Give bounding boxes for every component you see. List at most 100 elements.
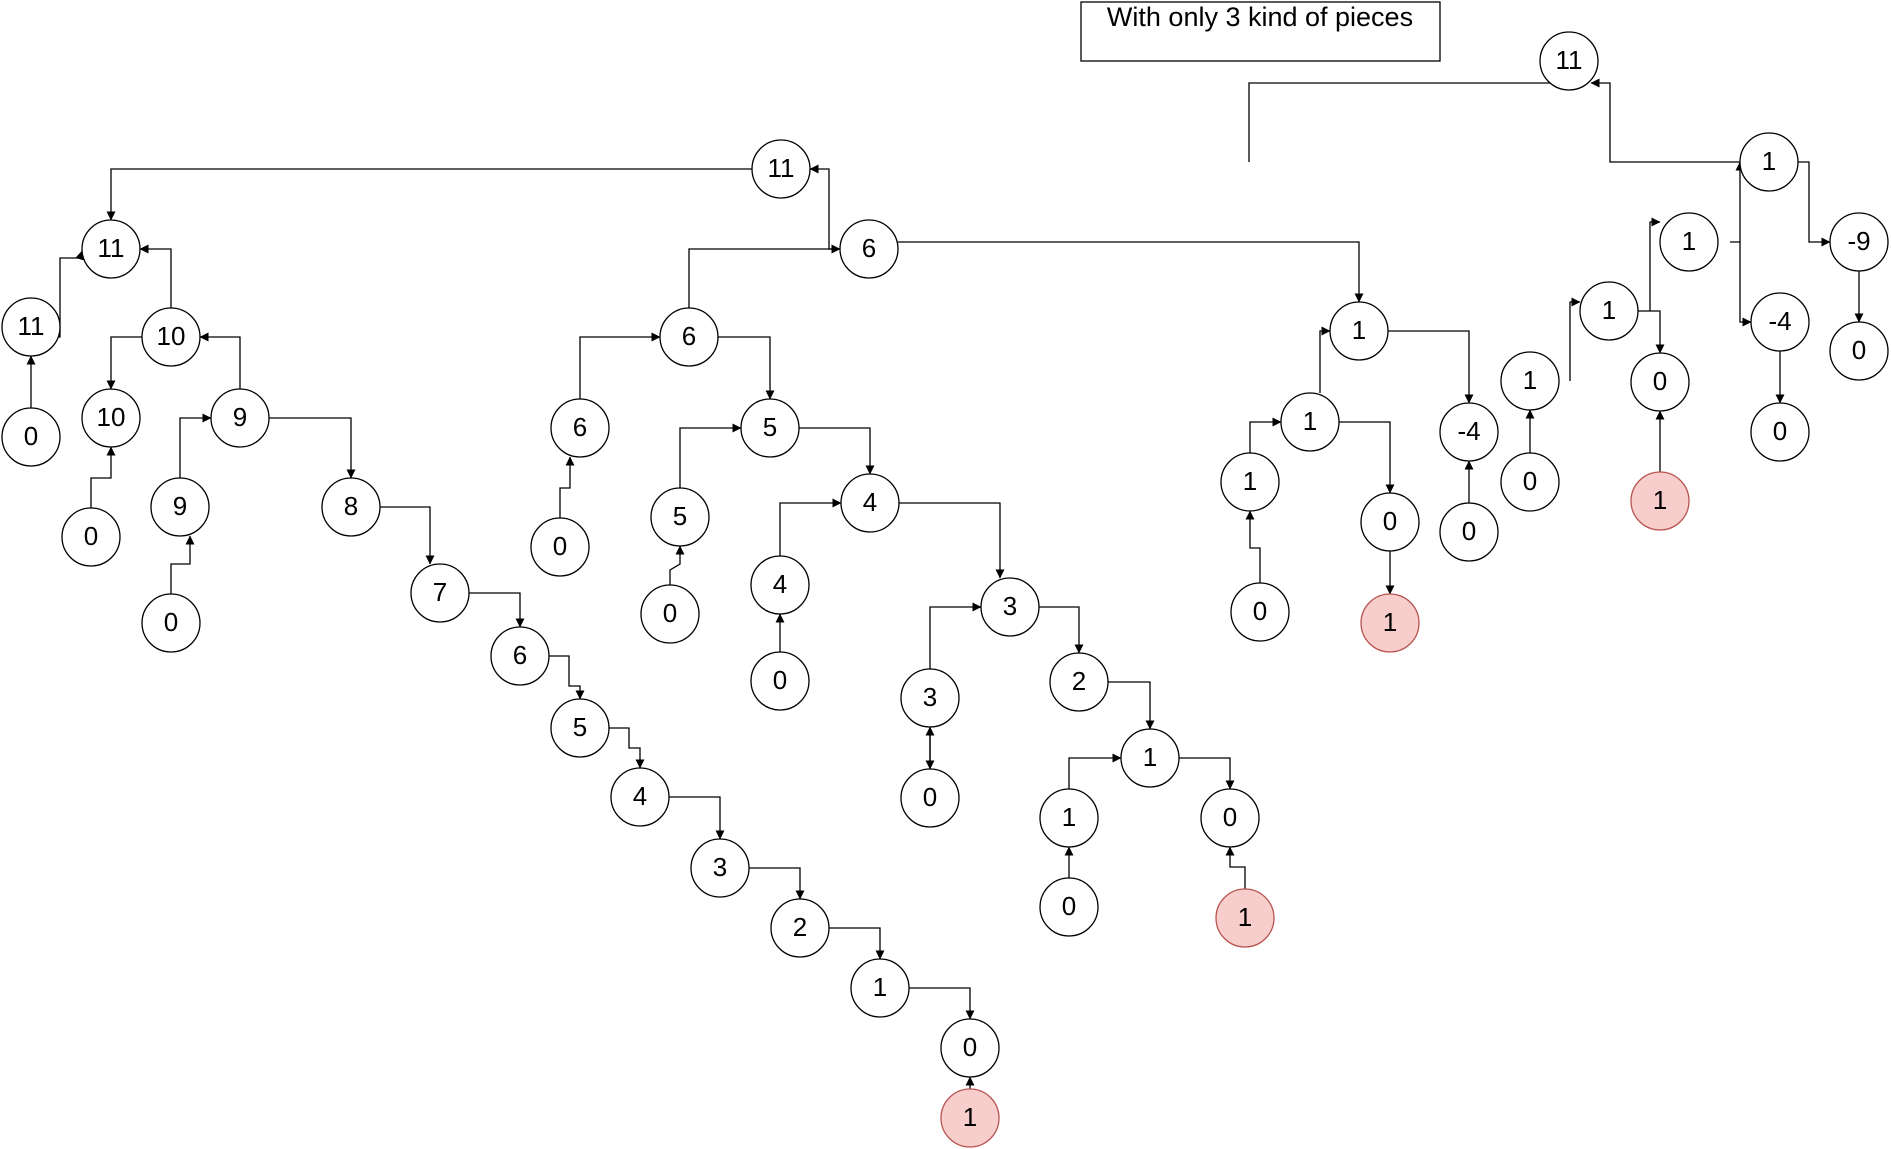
tree-node-n-rm4: -4	[1439, 402, 1499, 462]
node-label: 6	[862, 233, 876, 263]
edge-m6b-to-m5	[718, 336, 775, 400]
node-label: 0	[963, 1032, 977, 1062]
diagram-title: With only 3 kind of pieces	[1080, 1, 1441, 62]
node-circle	[1829, 321, 1889, 381]
node-circle	[410, 563, 470, 623]
node-label: 3	[713, 852, 727, 882]
edge-m6-to-l1	[809, 164, 840, 250]
edge-e-to-c	[199, 332, 241, 389]
node-label: 3	[1003, 591, 1017, 621]
edge-g7-to-g6	[469, 592, 525, 628]
node-circle	[81, 388, 141, 448]
node-label: 1	[963, 1102, 977, 1132]
node-label: 11	[768, 153, 795, 183]
node-circle	[1539, 31, 1599, 91]
node-label: 0	[1653, 366, 1667, 396]
tree-node-n-m3b0: 0	[900, 768, 960, 828]
tree-node-n-t1a: 1	[1659, 212, 1719, 272]
node-circle	[1739, 132, 1799, 192]
edge-r1b-to-r1a	[1249, 417, 1282, 453]
node-circle	[321, 477, 381, 537]
edge-t1b-to-t1a	[1649, 217, 1661, 311]
tree-node-n-m6c0: 0	[530, 517, 590, 577]
edge-c-to-d	[106, 336, 142, 390]
edge-t1b-to-t0	[1638, 310, 1665, 354]
edge-f-to-e	[179, 413, 212, 478]
edge-t1-to-tm4	[1739, 242, 1752, 327]
node-circle	[640, 584, 700, 644]
highlighted-tree-node-n-rp: 1	[1360, 593, 1420, 653]
node-label: 5	[763, 412, 777, 442]
node-circle	[1630, 471, 1690, 531]
node-label: 3	[923, 682, 937, 712]
node-circle	[840, 473, 900, 533]
edge-g4-to-g3	[669, 796, 725, 840]
node-label: 2	[1072, 666, 1086, 696]
tree-node-n-g6: 6	[490, 626, 550, 686]
edge-m6c-to-m6b	[579, 332, 661, 399]
node-label: 2	[793, 912, 807, 942]
tree-node-n-g0: 0	[940, 1018, 1000, 1078]
node-label: 0	[553, 531, 567, 561]
node-label: 0	[24, 421, 38, 451]
tree-node-n-d: 10	[81, 388, 141, 448]
tree-node-n-t1c: 1	[1500, 351, 1560, 411]
edge-t1c-to-t1b	[1569, 297, 1581, 381]
node-circle	[1, 407, 61, 467]
node-label: 8	[344, 491, 358, 521]
edge-m1-to-m0	[1179, 757, 1235, 790]
node-label: -4	[1457, 416, 1480, 446]
node-circle	[839, 219, 899, 279]
tree-node-n-m5b0: 0	[640, 584, 700, 644]
tree-node-n-m4b0: 0	[750, 651, 810, 711]
node-label: 1	[1602, 295, 1616, 325]
edge-t1-to-root	[1590, 78, 1740, 163]
node-circle	[1659, 212, 1719, 272]
node-circle	[690, 838, 750, 898]
node-circle	[1039, 788, 1099, 848]
tree-node-n-tm90: 0	[1829, 321, 1889, 381]
node-circle	[1280, 392, 1340, 452]
node-circle	[1500, 452, 1560, 512]
node-circle	[1579, 281, 1639, 341]
edge-m5b0-to-m5b	[669, 545, 685, 585]
edge-r1a-to-r1	[1319, 326, 1331, 393]
edge-m3b-to-m3	[929, 602, 982, 669]
edge-g6-to-g5	[549, 655, 585, 700]
edge-e-to-g8	[269, 417, 356, 479]
node-label: 0	[1773, 416, 1787, 446]
edge-m6b-to-m6	[688, 244, 841, 308]
tree-node-n-c: 10	[141, 307, 201, 367]
highlighted-tree-node-n-gp: 1	[940, 1088, 1000, 1148]
edge-mp-to-m0	[1225, 846, 1246, 889]
node-label: 0	[1523, 466, 1537, 496]
edge-l1-to-root	[1248, 67, 1557, 162]
node-circle	[1439, 402, 1499, 462]
node-label: 6	[573, 412, 587, 442]
node-label: 4	[863, 487, 877, 517]
node-circle	[751, 139, 811, 199]
edge-f0-to-f	[170, 535, 195, 594]
highlighted-tree-node-n-tp: 1	[1630, 471, 1690, 531]
node-label: 1	[1762, 146, 1776, 176]
tree-node-n-g7: 7	[410, 563, 470, 623]
node-circle	[1829, 212, 1889, 272]
tree-node-n-d0: 0	[61, 507, 121, 567]
node-label: 7	[433, 577, 447, 607]
edge-m4-to-m3	[899, 502, 1005, 579]
tree-node-n-f: 9	[150, 477, 210, 537]
tree-node-n-l1: 11	[751, 139, 811, 199]
node-label: 4	[773, 569, 787, 599]
node-circle	[1220, 452, 1280, 512]
node-label: 1	[1653, 485, 1667, 515]
tree-node-n-rm40: 0	[1439, 502, 1499, 562]
edge-m6-to-r1	[898, 241, 1364, 303]
tree-node-n-g4: 4	[610, 767, 670, 827]
edge-g1-to-g0	[909, 987, 975, 1020]
node-label: 4	[633, 781, 647, 811]
tree-node-n-b0: 0	[1, 407, 61, 467]
tree-node-n-e: 9	[210, 388, 270, 448]
tree-node-n-t1c0: 0	[1500, 452, 1560, 512]
tree-node-n-b: 11	[1, 297, 61, 357]
